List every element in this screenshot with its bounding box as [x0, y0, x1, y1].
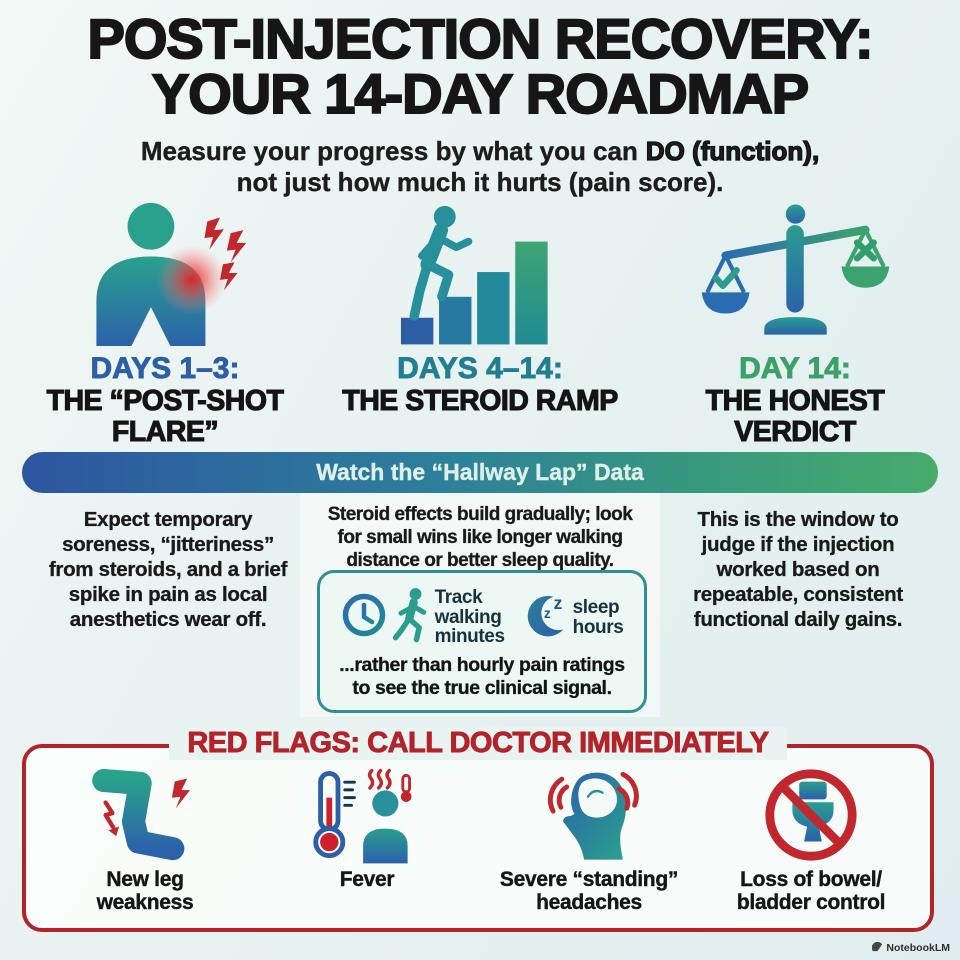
phase-days-label: DAY 14:	[739, 352, 852, 386]
red-flags-title: RED FLAGS: CALL DOCTOR IMMEDIATELY	[26, 727, 930, 760]
standing-headache-icon	[526, 762, 652, 864]
red-flag-leg-weakness: New leg weakness	[34, 762, 256, 924]
red-flag-label: New leg weakness	[96, 868, 194, 914]
hallway-lap-banner: Watch the “Hallway Lap” Data	[22, 452, 938, 493]
clock-icon	[341, 592, 387, 643]
sleep-tracking-group: z z sleep hours	[517, 589, 624, 646]
notebooklm-logo-icon	[872, 941, 883, 955]
sleep-moon-icon: z z	[517, 589, 569, 646]
zzz-large: z	[553, 593, 562, 613]
banner-label: Watch the “Hallway Lap” Data	[316, 459, 644, 485]
tracking-box: Track walking minutes z z sleep hours ..…	[317, 570, 647, 713]
phase-description-flare: Expect temporary soreness, “jitteriness”…	[48, 508, 288, 631]
subtitle-bold: DO (function),	[645, 135, 820, 166]
header: POST-INJECTION RECOVERY:YOUR 14-DAY ROAD…	[0, 10, 960, 199]
phase-column-flare: DAYS 1–3: THE “POST-SHOT FLARE”	[15, 198, 315, 448]
red-flag-bowel-bladder: Loss of bowel/ bladder control	[700, 762, 922, 924]
red-flag-label: Severe “standing” headaches	[499, 868, 679, 914]
walking-person-icon	[391, 586, 431, 649]
zzz-small: z	[544, 606, 551, 621]
phase-title: THE “POST-SHOT FLARE”	[46, 385, 284, 448]
fever-icon	[308, 762, 426, 864]
phase-title: THE HONEST VERDICT	[705, 385, 885, 448]
subtitle-line-2: not just how much it hurts (pain score).	[236, 167, 724, 198]
red-flag-fever: Fever	[256, 762, 478, 924]
red-flag-label: Fever	[339, 868, 395, 891]
toilet-prohibited-icon	[762, 762, 860, 864]
tracking-footer: ...rather than hourly pain ratings to se…	[339, 654, 625, 699]
red-flag-headache: Severe “standing” headaches	[478, 762, 700, 924]
phase-title: THE STEROID RAMP	[342, 385, 619, 417]
phase-column-ramp: DAYS 4–14: THE STEROID RAMP	[330, 198, 630, 417]
red-flag-label: Loss of bowel/ bladder control	[736, 868, 886, 914]
balance-scale-icon	[645, 198, 945, 346]
person-shoulder-pain-icon	[15, 198, 315, 346]
sleep-label: sleep hours	[572, 597, 624, 638]
title-line-1: POST-INJECTION RECOVERY:	[87, 7, 875, 70]
walk-tracking-group: Track walking minutes	[341, 586, 505, 649]
person-climbing-bars-icon	[330, 198, 630, 346]
phase-description-verdict: This is the window to judge if the injec…	[693, 508, 903, 631]
watermark: NotebookLM	[872, 941, 950, 955]
phase-days-label: DAYS 1–3:	[90, 352, 240, 386]
red-flags-panel: RED FLAGS: CALL DOCTOR IMMEDIATELY	[22, 727, 934, 932]
page-title: POST-INJECTION RECOVERY:YOUR 14-DAY ROAD…	[0, 10, 960, 125]
phase-days-label: DAYS 4–14:	[397, 352, 564, 386]
phase-description-ramp: Steroid effects build gradually; look fo…	[327, 504, 633, 571]
watermark-label: NotebookLM	[886, 942, 950, 954]
phase-column-verdict: DAY 14: THE HONEST VERDICT	[645, 198, 945, 448]
title-line-2: YOUR 14-DAY ROADMAP	[151, 61, 810, 125]
subtitle-pre: Measure your progress by what you can	[140, 135, 638, 166]
walk-label: Track walking minutes	[434, 587, 505, 648]
leg-weakness-icon	[91, 762, 199, 864]
